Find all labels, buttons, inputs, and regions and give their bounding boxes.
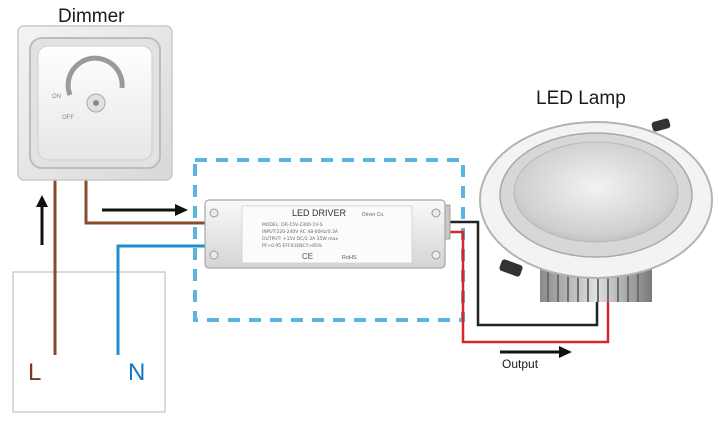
led-lamp bbox=[479, 118, 713, 302]
driver-title: LED DRIVER bbox=[292, 208, 347, 218]
driver-spec-3: PF>0.95 EFFICIENCY>85% bbox=[262, 243, 323, 249]
live-label: L bbox=[28, 359, 41, 386]
neutral-wire bbox=[116, 244, 212, 355]
junction-box bbox=[12, 271, 166, 413]
driver-spec-1: INPUT:220-240V AC 48-60Hz/0.3A bbox=[262, 229, 339, 235]
dimmer-knob-icon bbox=[65, 55, 125, 113]
driver-mark-ce: CE bbox=[302, 252, 313, 261]
driver-spec-0: MODEL: DR-15V-2300-1V-S bbox=[262, 222, 323, 228]
output-positive-wire bbox=[446, 230, 610, 344]
dimmer-off-label: OFF bbox=[62, 115, 74, 121]
output-arrow-icon bbox=[500, 346, 572, 358]
driver-mark-rohs: RoHS bbox=[342, 255, 357, 261]
led-lamp-label: LED Lamp bbox=[536, 88, 626, 109]
output-negative-wire bbox=[446, 220, 599, 327]
driver-brand: Driver Co. bbox=[362, 212, 385, 218]
dimmer-on-label: ON bbox=[52, 94, 61, 100]
neutral-label: N bbox=[128, 359, 145, 386]
arrow-right-icon bbox=[102, 204, 188, 216]
dimmer-switch: ON OFF bbox=[17, 25, 173, 181]
live-wire-dimmed bbox=[84, 178, 212, 225]
arrow-up-icon bbox=[36, 195, 48, 245]
dimmer-label: Dimmer bbox=[58, 6, 125, 27]
led-driver: LED DRIVER Driver Co. MODEL: DR-15V-2300… bbox=[204, 199, 451, 269]
driver-spec-2: OUTPUT: +15V DC/2.3A 35W max bbox=[262, 236, 338, 242]
output-label: Output bbox=[502, 357, 539, 371]
